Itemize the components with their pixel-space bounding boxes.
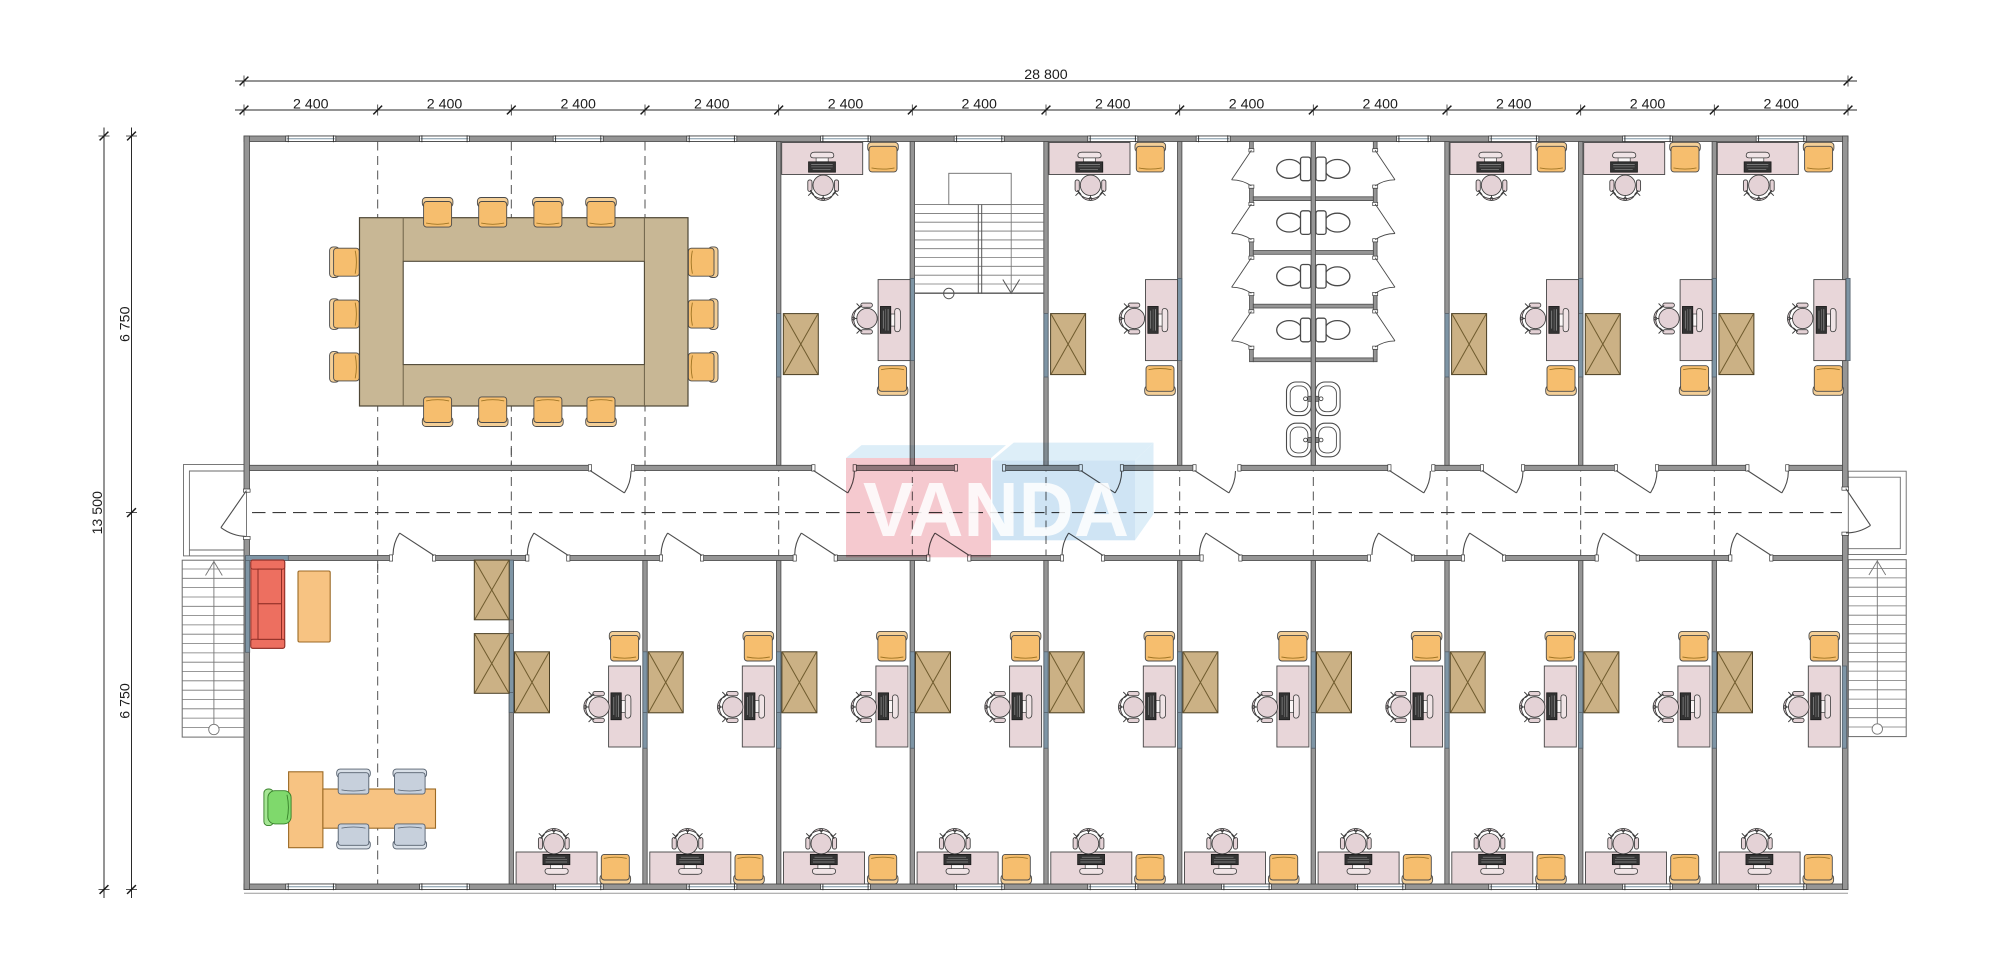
svg-text:2 400: 2 400 <box>293 96 329 112</box>
svg-text:2 400: 2 400 <box>427 96 463 112</box>
svg-text:2 400: 2 400 <box>1630 96 1666 112</box>
svg-text:2 400: 2 400 <box>560 96 596 112</box>
svg-text:2 400: 2 400 <box>1763 96 1799 112</box>
svg-text:2 400: 2 400 <box>1229 96 1265 112</box>
svg-text:2 400: 2 400 <box>828 96 864 112</box>
svg-text:2 400: 2 400 <box>961 96 997 112</box>
svg-text:2 400: 2 400 <box>694 96 730 112</box>
svg-text:6 750: 6 750 <box>117 683 133 719</box>
svg-text:2 400: 2 400 <box>1095 96 1131 112</box>
svg-text:2 400: 2 400 <box>1496 96 1532 112</box>
svg-text:13 500: 13 500 <box>90 491 106 535</box>
svg-text:28 800: 28 800 <box>1024 67 1068 83</box>
svg-text:6 750: 6 750 <box>117 306 133 342</box>
svg-text:VANDA: VANDA <box>863 467 1129 553</box>
svg-text:2 400: 2 400 <box>1362 96 1398 112</box>
